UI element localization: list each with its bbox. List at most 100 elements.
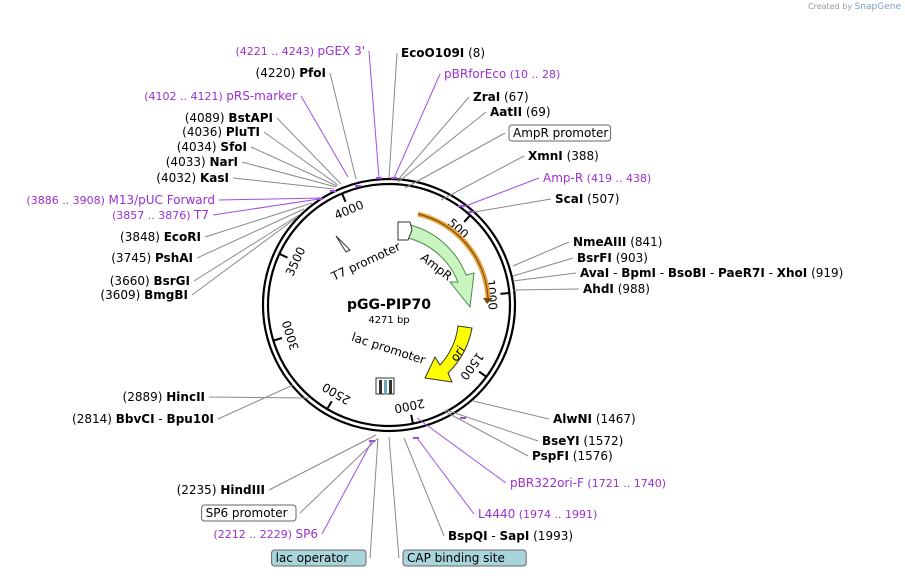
- site-leader-line: [368, 50, 380, 179]
- ampr-promoter-box: [508, 124, 612, 142]
- site-leader-line: [388, 436, 400, 559]
- enzyme-site-label: ZraI (67): [473, 90, 529, 104]
- credit-prefix: Created by: [808, 2, 853, 11]
- enzyme-site-label: (3848) EcoRI: [120, 230, 201, 244]
- ring-tick: [273, 337, 283, 342]
- enzyme-site-label: XmnI (388): [528, 149, 599, 163]
- ring-tick-label: 4000: [332, 198, 366, 223]
- enzyme-site-label: EcoO109I (8): [401, 46, 485, 60]
- enzyme-site-label: (4089) BstAPI: [185, 111, 273, 125]
- ring-tick-label: 3000: [279, 319, 301, 352]
- ring-tick-label: 3500: [283, 245, 309, 279]
- site-leader-line: [472, 400, 550, 420]
- site-leader-line: [212, 198, 320, 216]
- enzyme-site-label: BspQI - SapI (1993): [448, 529, 573, 543]
- enzyme-site-label: (3660) BsrGI: [110, 274, 190, 288]
- ring-tick-label: 2500: [320, 380, 353, 408]
- site-leader-line: [299, 438, 378, 514]
- ori-arrow[interactable]: [424, 325, 473, 383]
- site-leader-line: [396, 96, 470, 182]
- enzyme-site-label: BsrFI (903): [577, 251, 648, 265]
- site-leader-line: [445, 409, 539, 442]
- enzyme-site-label: PspFI (1576): [532, 449, 613, 463]
- ring-tick: [341, 193, 347, 203]
- site-leader-line: [204, 202, 313, 238]
- site-leader-line: [462, 177, 540, 208]
- site-leader-line: [329, 72, 357, 180]
- primer-label: (4102 .. 4121) pRS-marker: [144, 89, 297, 103]
- enzyme-site-label: (2814) BbvCI - Bpu10I: [72, 412, 214, 426]
- site-leader-line: [191, 217, 297, 296]
- site-leader-line: [218, 197, 322, 201]
- feature-box-label: CAP binding site: [407, 551, 505, 565]
- ring-tick: [326, 400, 333, 410]
- lac-promoter-label: lac promoter: [350, 330, 427, 367]
- site-leader-line: [512, 241, 570, 267]
- plasmid-length: 4271 bp: [368, 315, 409, 326]
- site-leader-line: [232, 177, 335, 190]
- site-leader-line: [440, 155, 525, 201]
- ring-tick-label: 2000: [393, 396, 426, 416]
- ampr-arrow[interactable]: [407, 224, 475, 309]
- site-leader-line: [300, 95, 349, 178]
- ampr-primer-line: [417, 213, 489, 299]
- site-leader-line: [276, 117, 342, 185]
- enzyme-site-label: ScaI (507): [555, 192, 619, 206]
- site-leader-line: [369, 437, 379, 559]
- cap-binding-site-box: [402, 549, 527, 567]
- site-leader-line: [250, 146, 338, 187]
- site-leader-line: [208, 396, 310, 399]
- primer-label: L4440 (1974 .. 1991): [478, 507, 597, 521]
- ring-tick: [478, 370, 487, 378]
- ring-tick: [278, 252, 288, 259]
- enzyme-site-label: NmeAIII (841): [573, 235, 662, 249]
- site-leader-line: [388, 52, 398, 179]
- enzyme-site-label: (4032) KasI: [156, 171, 229, 185]
- enzyme-site-label: (4220) PfoI: [256, 66, 326, 80]
- t7-promoter-arrow: [335, 235, 351, 253]
- site-labels: EcoO109I (8) pBRforEco (10 .. 28) ZraI (67…: [26, 44, 843, 567]
- feature-box-label: AmpR promoter: [513, 126, 608, 140]
- site-leader-line: [393, 73, 441, 179]
- site-leader-line: [193, 214, 300, 282]
- ampr-primer-head: [483, 298, 493, 304]
- site-leader-line: [512, 288, 580, 291]
- site-leader-line: [397, 111, 487, 183]
- enzyme-site-label: (4034) SfoI: [177, 140, 247, 154]
- enzyme-site-label: AatII (69): [490, 105, 551, 119]
- snapgene-logo: SnapGene: [854, 2, 901, 12]
- site-leader-line: [403, 437, 445, 537]
- backbone-inner-circle: [266, 182, 512, 428]
- enzyme-site-label: AvaI - BpmI - BsoBI - PaeR7I - XhoI (919…: [580, 266, 843, 280]
- site-leader-line: [416, 437, 475, 515]
- site-leader-line: [196, 208, 305, 259]
- enzyme-site-label: (4036) PluTI: [182, 125, 260, 139]
- backbone-outer-circle: [261, 177, 517, 433]
- primer-label: (3857 .. 3876) T7: [112, 208, 209, 222]
- site-leader-line: [512, 257, 574, 277]
- primer-label: pBRforEco (10 .. 28): [444, 67, 560, 81]
- site-leader-line: [404, 132, 506, 189]
- enzyme-site-label: (2889) HincII: [123, 390, 205, 404]
- enzyme-site-label: AlwNI (1467): [553, 412, 636, 426]
- site-leader-line: [443, 410, 529, 457]
- lac-promoter-block: [375, 377, 395, 395]
- enzyme-site-label: (2235) HindIII: [177, 483, 265, 497]
- snapgene-credit: Created by SnapGene: [808, 2, 901, 12]
- site-leader-line: [263, 131, 339, 186]
- ring-tick: [463, 214, 471, 223]
- site-leader-line: [241, 161, 337, 188]
- primer-label: (2212 .. 2229) SP6: [213, 527, 318, 541]
- ring-tick: [410, 414, 414, 424]
- plasmid-name: pGG-PIP70: [347, 297, 431, 313]
- site-leader-line: [268, 434, 377, 491]
- feature-box-label: lac operator: [276, 551, 349, 565]
- enzyme-site-label: (3609) BmgBI: [100, 288, 188, 302]
- primer-label: Amp-R (419 .. 438): [543, 171, 651, 185]
- site-leader-line: [321, 440, 373, 535]
- lac-operator-box: [271, 549, 367, 567]
- site-leader-line: [217, 384, 294, 420]
- primer-label: (3886 .. 3908) M13/pUC Forward: [26, 193, 215, 207]
- t7-promoter-label: T7 promoter: [328, 239, 402, 284]
